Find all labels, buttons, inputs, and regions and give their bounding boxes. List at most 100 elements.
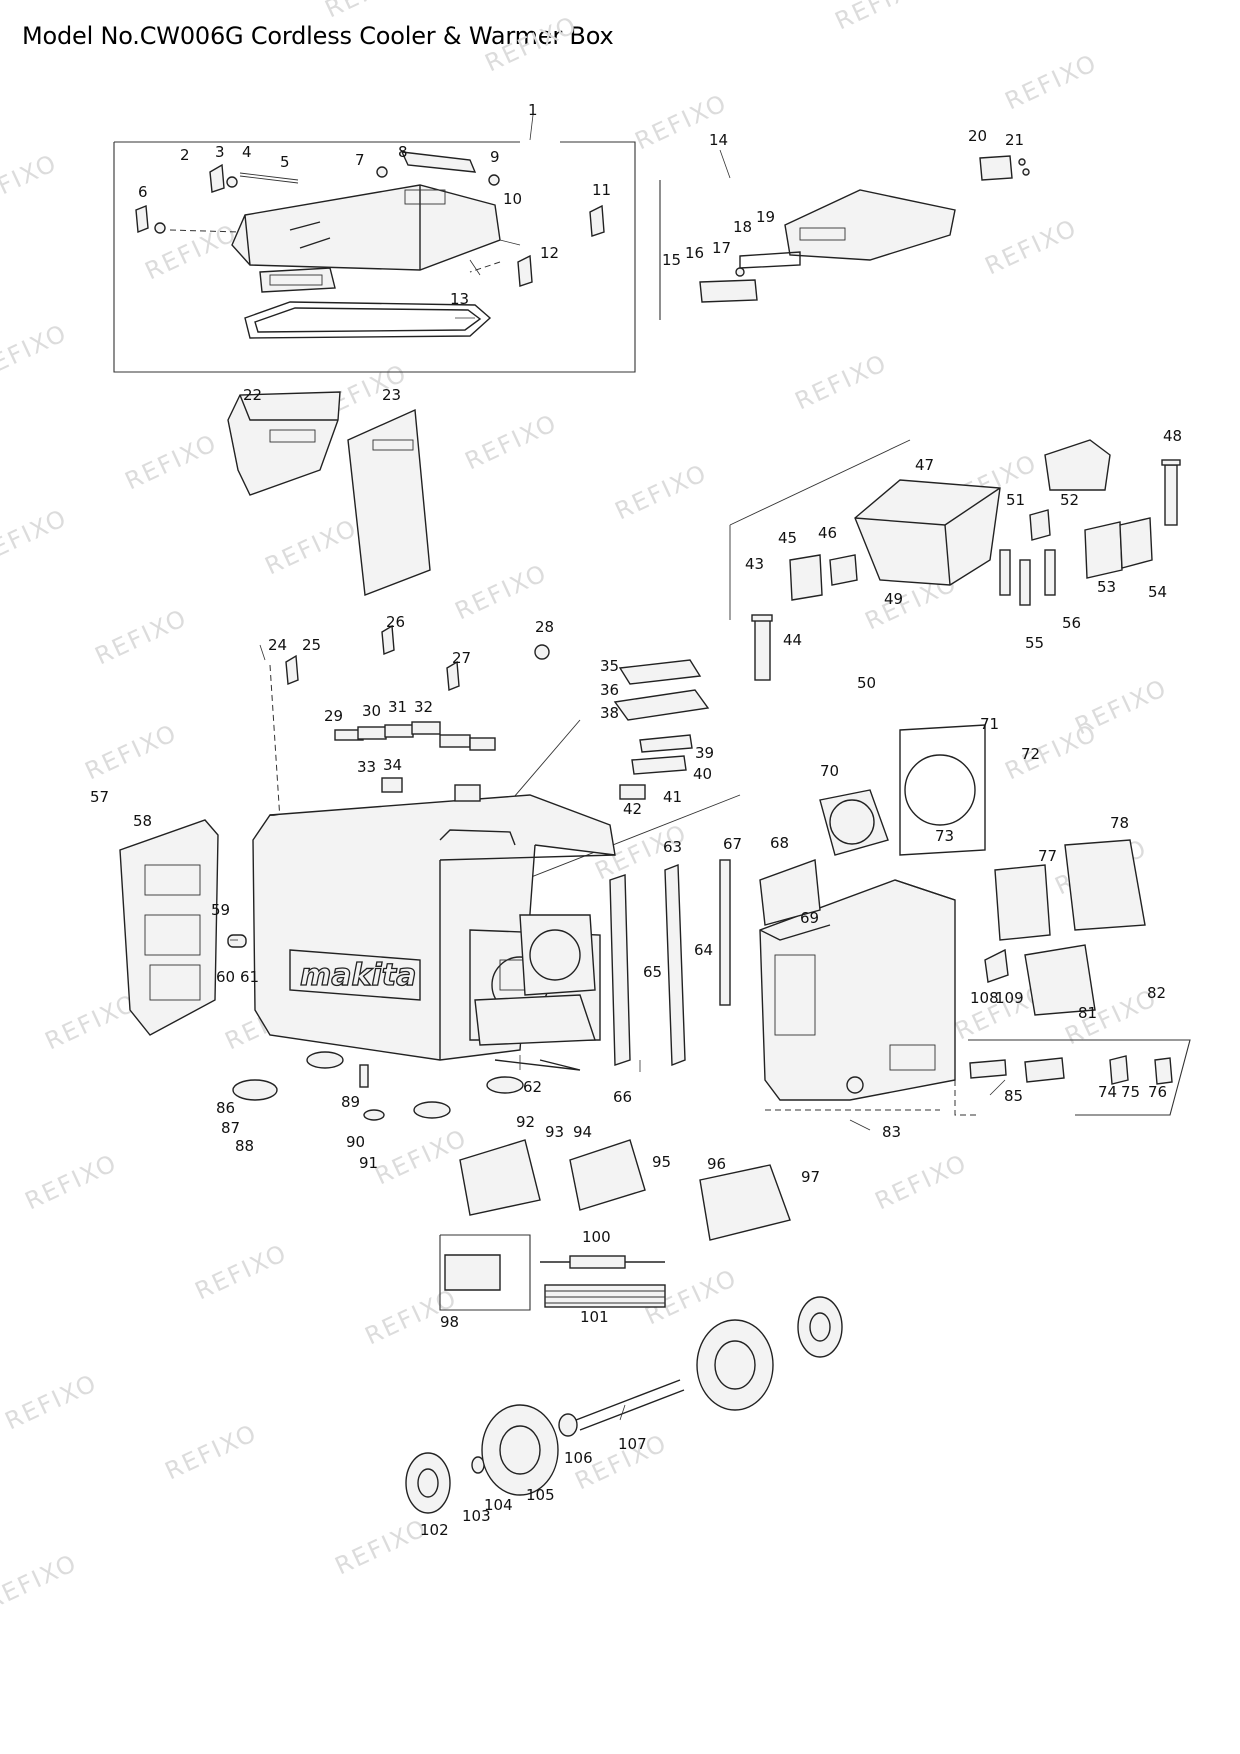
part-number-label: 77 [1038,847,1057,865]
leader-lines [230,114,1006,1421]
part-number-label: 54 [1148,583,1167,601]
part-number-label: 70 [820,762,839,780]
part-number-label: 93 [545,1123,564,1141]
part-number-label: 95 [652,1153,671,1171]
part-number-label: 85 [1004,1087,1023,1105]
part-number-label: 68 [770,834,789,852]
part-number-label: 29 [324,707,343,725]
part-number-label: 97 [801,1168,820,1186]
part-number-label: 1 [528,101,538,119]
part-number-label: 60 [216,968,235,986]
part-number-label: 69 [800,909,819,927]
part-number-label: 12 [540,244,559,262]
part-number-label: 25 [302,636,321,654]
watermark-text: REFIXO [791,348,892,415]
part-number-label: 45 [778,529,797,547]
part-number-label: 5 [280,153,290,171]
part-number-label: 39 [695,744,714,762]
part-number-label: 4 [242,143,252,161]
part-number-label: 106 [564,1449,593,1467]
part-number-label: 27 [452,649,471,667]
part-number-label: 32 [414,698,433,716]
part-number-label: 92 [516,1113,535,1131]
side-unit [719,724,1173,1101]
part-number-label: 2 [180,146,190,164]
part-number-label: 109 [995,989,1024,1007]
watermark-text: REFIXO [41,988,142,1055]
watermark-text: REFIXO [0,503,72,570]
part-number-label: 57 [90,788,109,806]
part-number-label: 64 [694,941,713,959]
part-number-label: 108 [970,989,999,1007]
part-number-label: 63 [663,838,682,856]
part-number-label: 66 [613,1088,632,1106]
part-number-label: 62 [523,1078,542,1096]
watermark-text: REFIXO [81,718,182,785]
lid-handle-assembly [699,155,1030,303]
part-number-label: 88 [235,1137,254,1155]
part-number-label: 52 [1060,491,1079,509]
diagram-title: Model No.CW006G Cordless Cooler & Warmer… [22,22,614,50]
part-number-label: 11 [592,181,611,199]
part-number-label: 94 [573,1123,592,1141]
watermark-text: REFIXO [21,1148,122,1215]
watermark-text: REFIXO [331,1513,432,1580]
basket-and-divider [227,391,431,596]
inner-container [751,439,1181,681]
watermark-text: REFIXO [91,603,192,670]
watermark-text: REFIXO [831,0,932,35]
compressor [474,863,686,1071]
part-number-label: 65 [643,963,662,981]
part-number-label: 58 [133,812,152,830]
part-number-label: 100 [582,1228,611,1246]
watermark-text: REFIXO [1,1368,102,1435]
part-number-label: 56 [1062,614,1081,632]
part-number-label: 9 [490,148,500,166]
watermark-text: REFIXO [1001,718,1102,785]
watermark-text: REFIXO [161,1418,262,1485]
part-number-label: 41 [663,788,682,806]
part-number-label: 14 [709,131,728,149]
part-number-label: 67 [723,835,742,853]
part-number-label: 13 [450,290,469,308]
frame-lines [113,141,1191,1311]
part-number-label: 61 [240,968,259,986]
part-number-label: 30 [362,702,381,720]
part-number-label: 26 [386,613,405,631]
part-number-label: 36 [600,681,619,699]
part-number-label: 49 [884,590,903,608]
part-number-label: 44 [783,631,802,649]
part-number-label: 51 [1006,491,1025,509]
part-number-label: 107 [618,1435,647,1453]
watermark-text: REFIXO [321,0,422,23]
part-number-label: 74 [1098,1083,1117,1101]
part-number-label: 31 [388,698,407,716]
part-number-label: 35 [600,657,619,675]
part-number-label: 6 [138,183,148,201]
part-number-label: 42 [623,800,642,818]
part-number-label: 87 [221,1119,240,1137]
watermark-text: REFIXO [481,10,582,77]
wheel-assembly [405,1296,843,1514]
part-number-label: 48 [1163,427,1182,445]
lid-assembly [135,151,605,339]
part-number-label: 43 [745,555,764,573]
part-number-label: 91 [359,1154,378,1172]
part-number-label: 98 [440,1313,459,1331]
feet-and-boards [232,1051,791,1291]
wire-harness [540,1255,666,1308]
part-number-label: 78 [1110,814,1129,832]
part-number-label: 86 [216,1099,235,1117]
part-number-label: 105 [526,1486,555,1504]
makita-logo: makita [300,958,416,993]
part-number-label: 24 [268,636,287,654]
part-number-label: 90 [346,1133,365,1151]
watermark-text: REFIXO [121,428,222,495]
part-number-label: 103 [462,1507,491,1525]
part-number-label: 75 [1121,1083,1140,1101]
part-number-label: 33 [357,758,376,776]
watermark-text: REFIXO [191,1238,292,1305]
part-number-label: 59 [211,901,230,919]
